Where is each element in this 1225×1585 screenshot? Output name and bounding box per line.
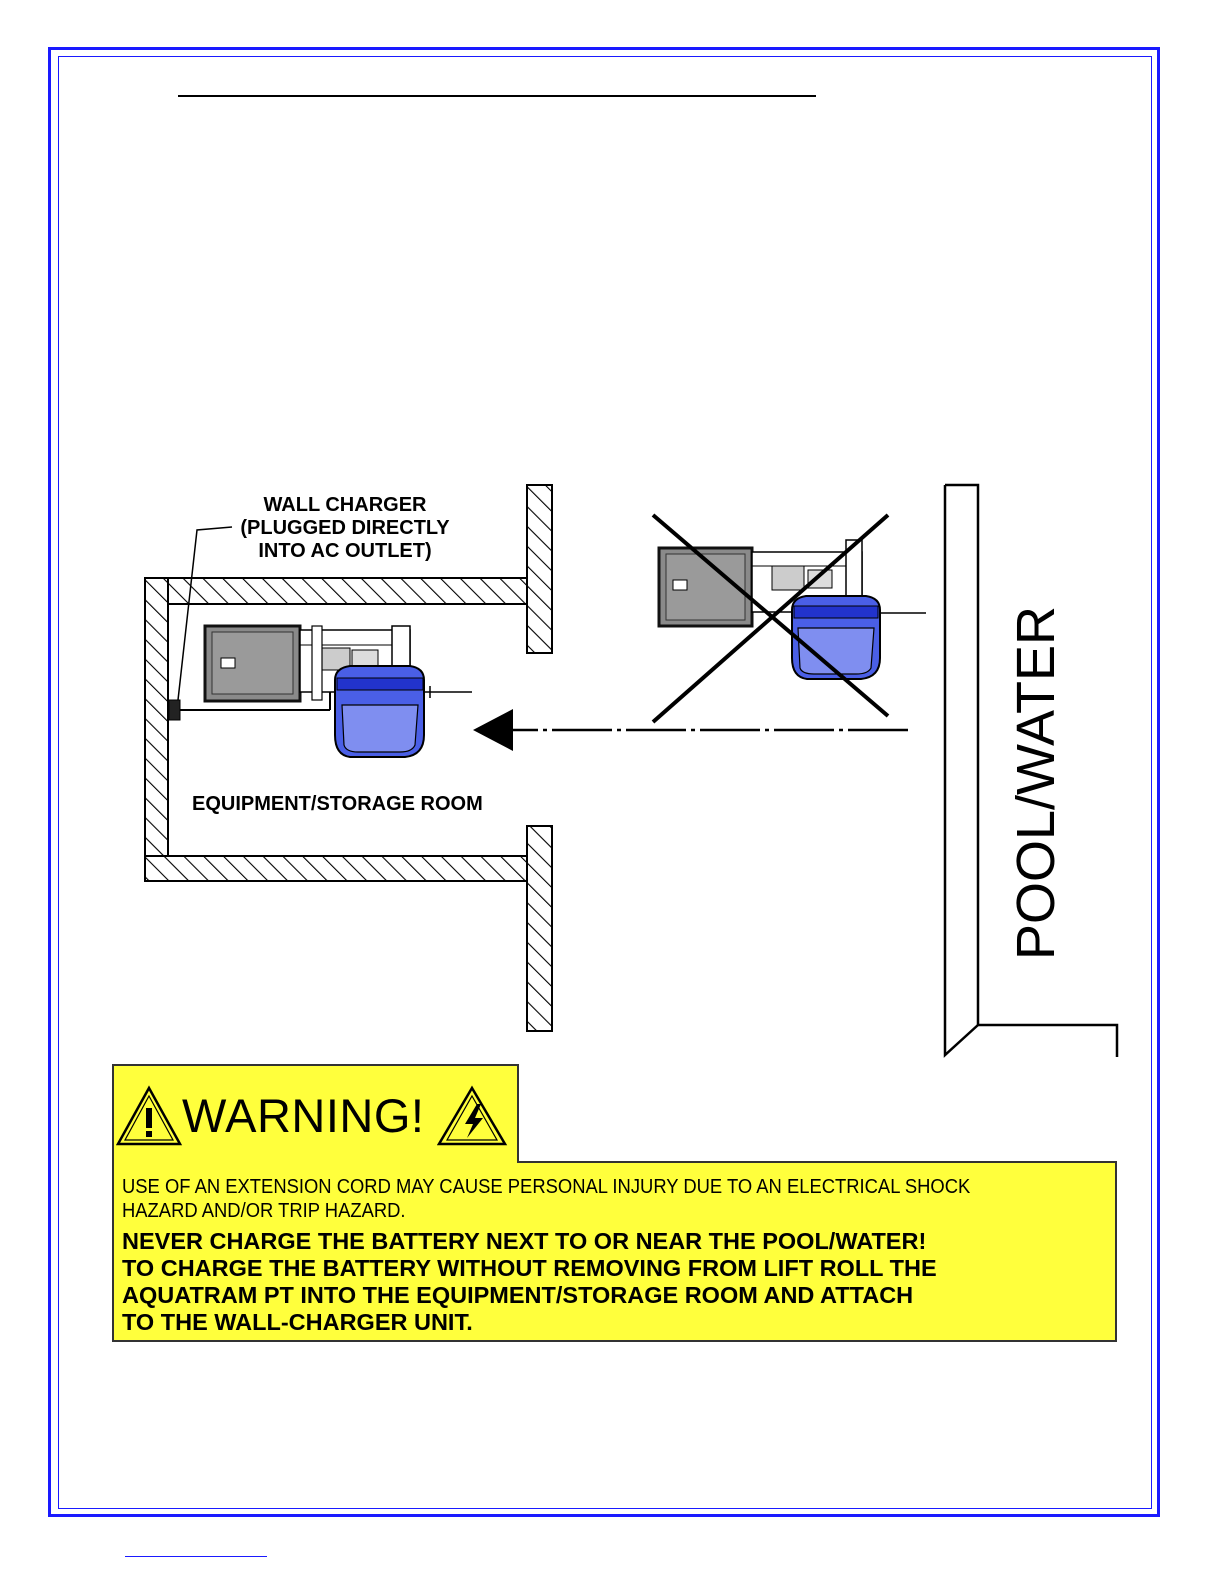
warning-title: WARNING! xyxy=(182,1089,425,1142)
warning-body-box xyxy=(112,1161,1117,1342)
room-label: EQUIPMENT/STORAGE ROOM xyxy=(192,793,483,815)
warning-bold-line-3: AQUATRAM PT INTO THE EQUIPMENT/STORAGE R… xyxy=(122,1282,914,1308)
pool-label: POOL/WATER xyxy=(1006,606,1066,960)
page-border-inner xyxy=(58,56,1152,1509)
electric-shock-icon xyxy=(437,1085,508,1146)
wall-charger-label-line1: WALL CHARGER xyxy=(264,494,428,516)
warning-bold-line-4: TO THE WALL-CHARGER UNIT. xyxy=(122,1309,473,1335)
warning-header-box xyxy=(112,1064,519,1164)
move-arrow xyxy=(473,709,908,751)
page-border-outer xyxy=(48,47,1160,1517)
title-underline xyxy=(178,95,816,97)
lift-in-room xyxy=(203,624,472,758)
warning-bold-line-1: NEVER CHARGE THE BATTERY NEXT TO OR NEAR… xyxy=(122,1228,927,1254)
exclamation-icon xyxy=(116,1085,183,1146)
lift-near-pool-crossed xyxy=(651,513,926,724)
room-walls xyxy=(144,484,553,1032)
warning-join xyxy=(114,1159,517,1164)
pool-edge xyxy=(943,483,1119,1058)
warning-line-1: USE OF AN EXTENSION CORD MAY CAUSE PERSO… xyxy=(122,1176,971,1198)
warning-bold-line-2: TO CHARGE THE BATTERY WITHOUT REMOVING F… xyxy=(122,1255,937,1281)
warning-line-2: HAZARD AND/OR TRIP HAZARD. xyxy=(122,1200,406,1222)
wall-charger xyxy=(168,526,331,721)
footer-line xyxy=(125,1556,267,1557)
wall-charger-label-line2: (PLUGGED DIRECTLY xyxy=(240,517,450,539)
wall-charger-label-line3: INTO AC OUTLET) xyxy=(258,540,431,562)
wall-charger-label: WALL CHARGER (PLUGGED DIRECTLY INTO AC O… xyxy=(240,494,450,562)
warning-body: USE OF AN EXTENSION CORD MAY CAUSE PERSO… xyxy=(122,1174,1112,1336)
